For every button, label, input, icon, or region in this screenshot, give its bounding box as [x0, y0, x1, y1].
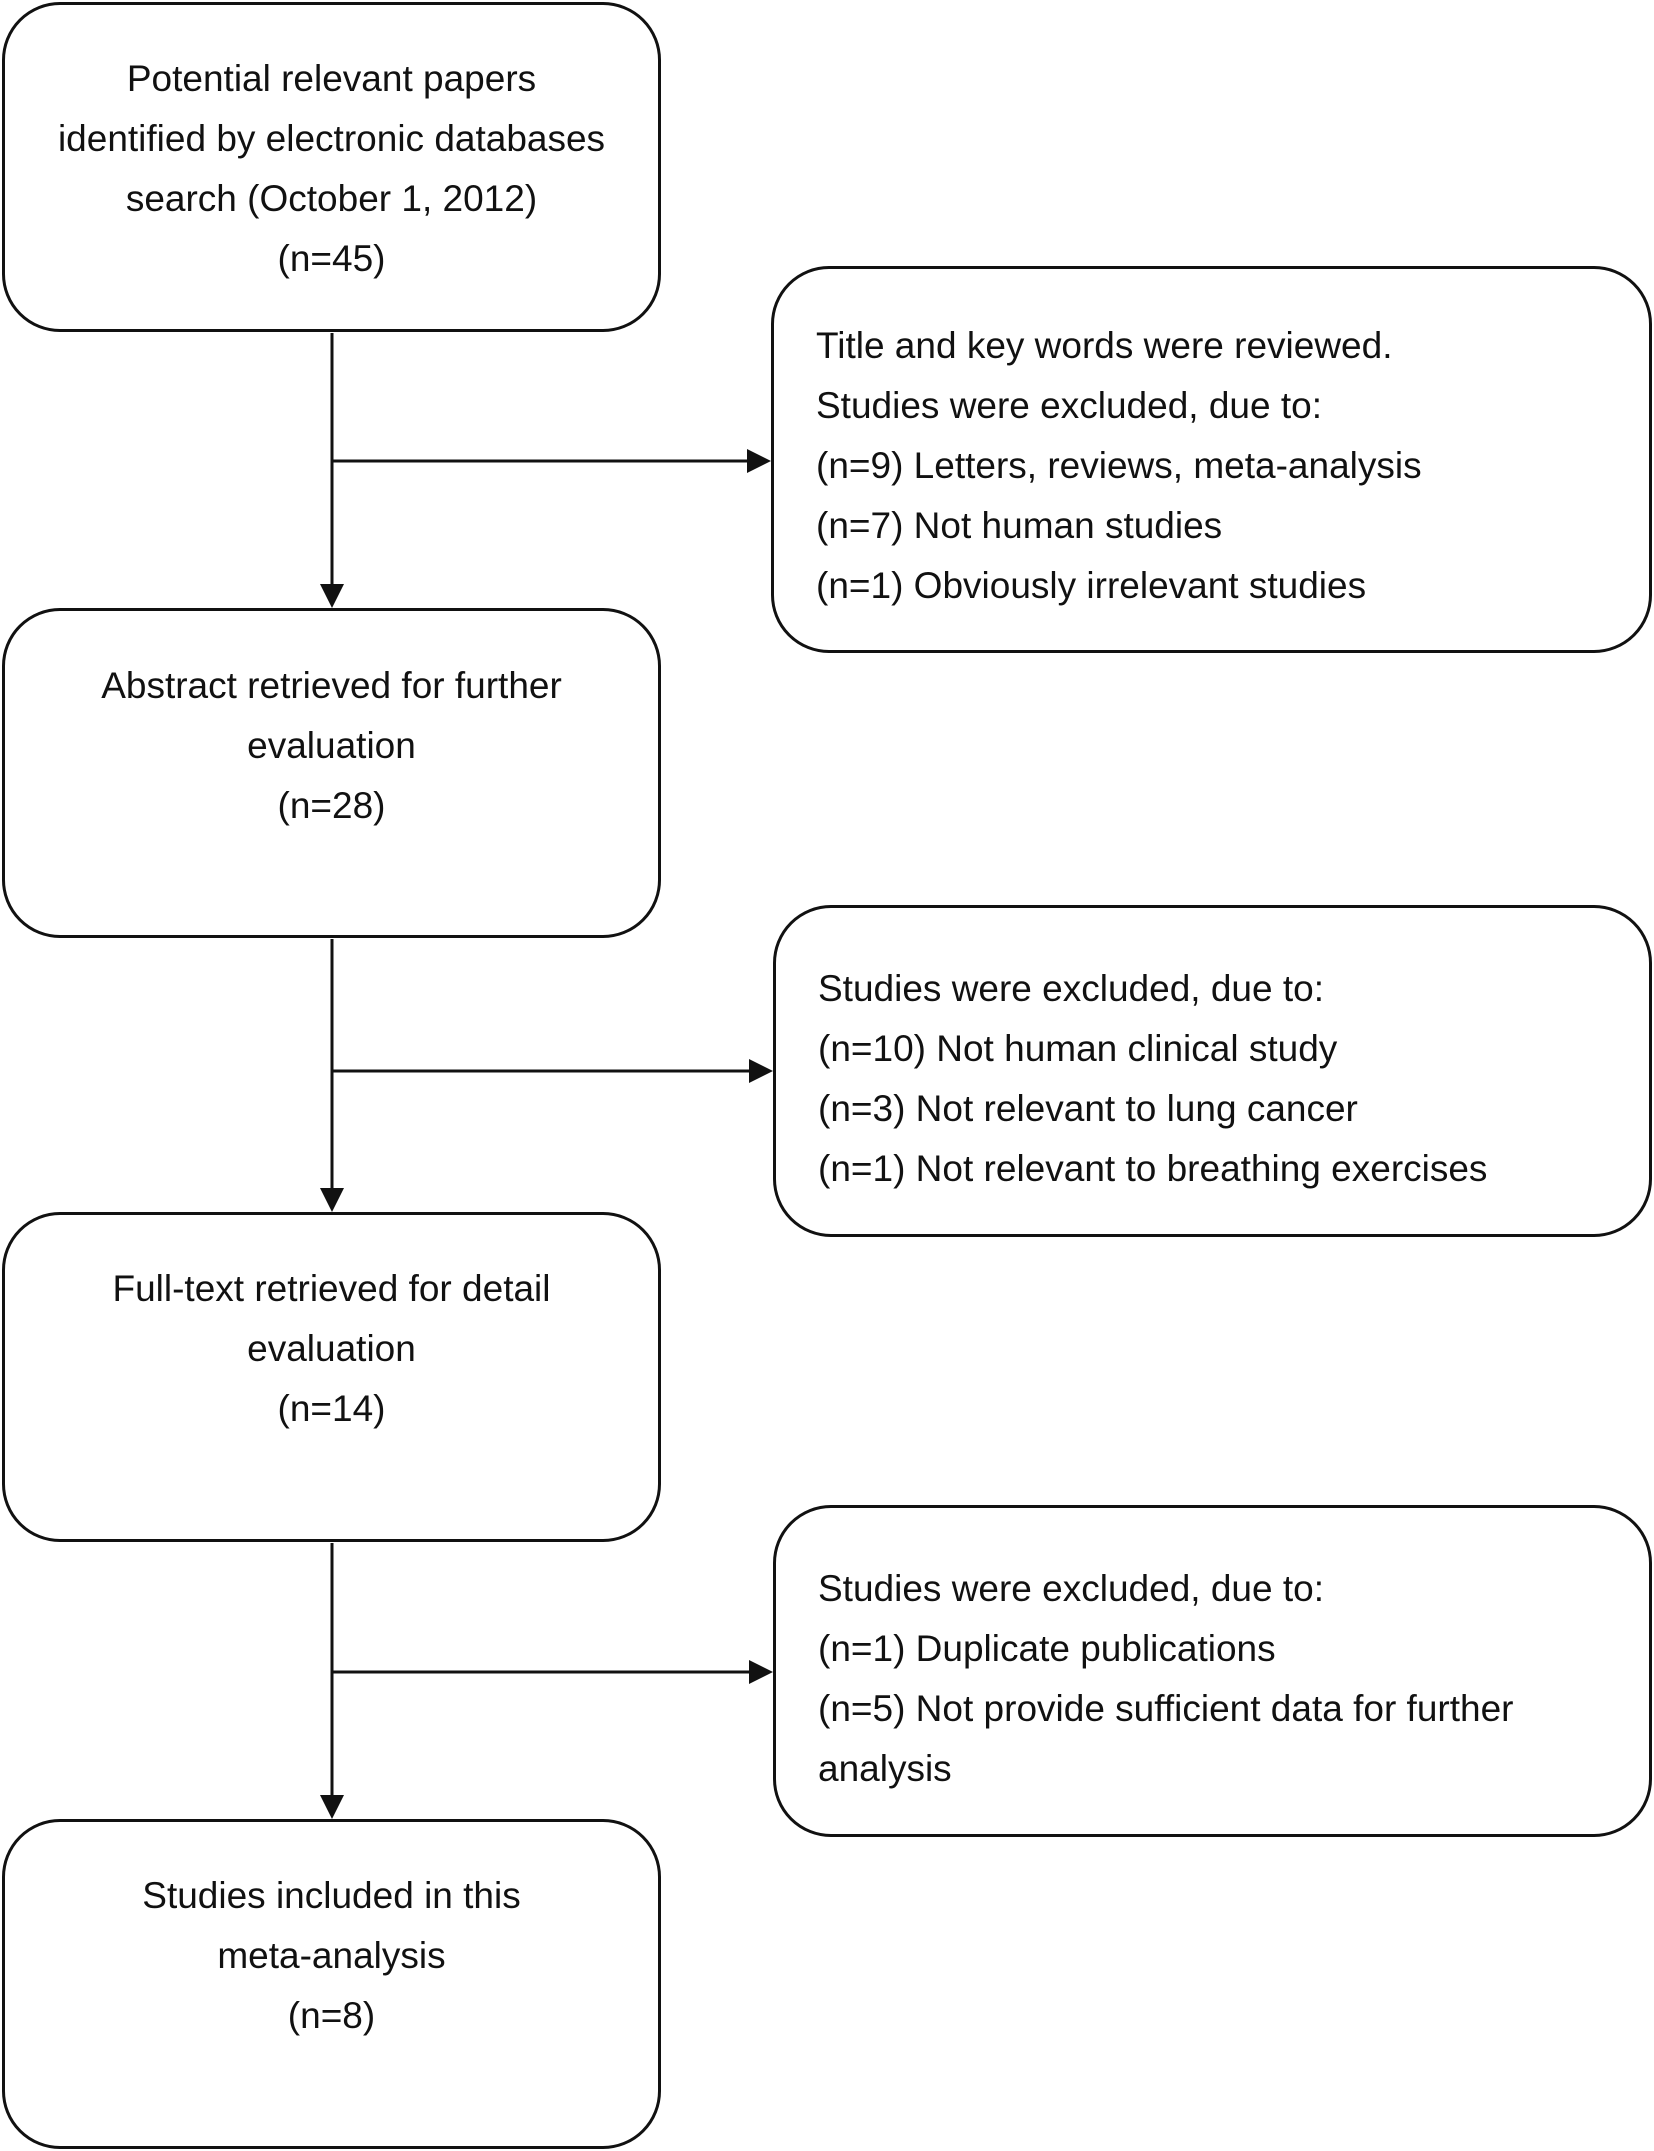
exclusion-line: Studies were excluded, due to:: [816, 385, 1322, 426]
arrowhead-down: [320, 1188, 344, 1212]
box-line: Potential relevant papers: [126, 58, 537, 99]
arrowhead-right: [749, 1660, 773, 1684]
exclusion-line: (n=7) Not human studies: [816, 505, 1223, 546]
box-line: evaluation: [247, 725, 416, 766]
exclusion-line: (n=3) Not relevant to lung cancer: [818, 1088, 1358, 1129]
exclusion-box-abstract: Studies were excluded, due to: (n=10) No…: [773, 905, 1652, 1237]
exclusion-line: analysis: [818, 1748, 952, 1789]
box-line: identified by electronic databases: [57, 118, 606, 159]
exclusion-line: (n=9) Letters, reviews, meta-analysis: [816, 445, 1422, 486]
exclusion-line: (n=1) Not relevant to breathing exercise…: [818, 1148, 1488, 1189]
box-count: (n=14): [277, 1388, 386, 1429]
exclusion-text: Studies were excluded, due to: (n=10) No…: [818, 959, 1629, 1199]
box-line: Abstract retrieved for further: [101, 665, 562, 706]
arrowhead-right: [749, 1059, 773, 1083]
abstract-retrieved-box: Abstract retrieved for further evaluatio…: [2, 608, 661, 938]
box-count: (n=45): [277, 238, 386, 279]
box-count: (n=8): [287, 1995, 376, 2036]
exclusion-line: Title and key words were reviewed.: [816, 325, 1393, 366]
box-line: Full-text retrieved for detail: [112, 1268, 551, 1309]
exclusion-text: Studies were excluded, due to: (n=1) Dup…: [818, 1559, 1629, 1799]
abstract-retrieved-text: Abstract retrieved for further evaluatio…: [25, 656, 638, 836]
exclusion-text: Title and key words were reviewed. Studi…: [816, 316, 1629, 616]
exclusion-line: (n=5) Not provide sufficient data for fu…: [818, 1688, 1514, 1729]
fulltext-retrieved-box: Full-text retrieved for detail evaluatio…: [2, 1212, 661, 1542]
exclusion-box-fulltext: Studies were excluded, due to: (n=1) Dup…: [773, 1505, 1652, 1837]
box-line: evaluation: [247, 1328, 416, 1369]
box-count: (n=28): [277, 785, 386, 826]
exclusion-box-title-keywords: Title and key words were reviewed. Studi…: [771, 266, 1652, 653]
arrowhead-down: [320, 1795, 344, 1819]
exclusion-line: (n=1) Duplicate publications: [818, 1628, 1276, 1669]
identified-papers-text: Potential relevant papers identified by …: [25, 49, 638, 289]
arrowhead-right: [747, 449, 771, 473]
studies-included-box: Studies included in this meta-analysis (…: [2, 1819, 661, 2149]
exclusion-line: Studies were excluded, due to:: [818, 968, 1324, 1009]
box-line: meta-analysis: [217, 1935, 446, 1976]
exclusion-line: (n=1) Obviously irrelevant studies: [816, 565, 1367, 606]
exclusion-line: (n=10) Not human clinical study: [818, 1028, 1338, 1069]
box-line: Studies included in this: [142, 1875, 521, 1916]
arrowhead-down: [320, 584, 344, 608]
identified-papers-box: Potential relevant papers identified by …: [2, 2, 661, 332]
studies-included-text: Studies included in this meta-analysis (…: [25, 1866, 638, 2046]
fulltext-retrieved-text: Full-text retrieved for detail evaluatio…: [25, 1259, 638, 1439]
box-line: search (October 1, 2012): [125, 178, 538, 219]
exclusion-line: Studies were excluded, due to:: [818, 1568, 1324, 1609]
